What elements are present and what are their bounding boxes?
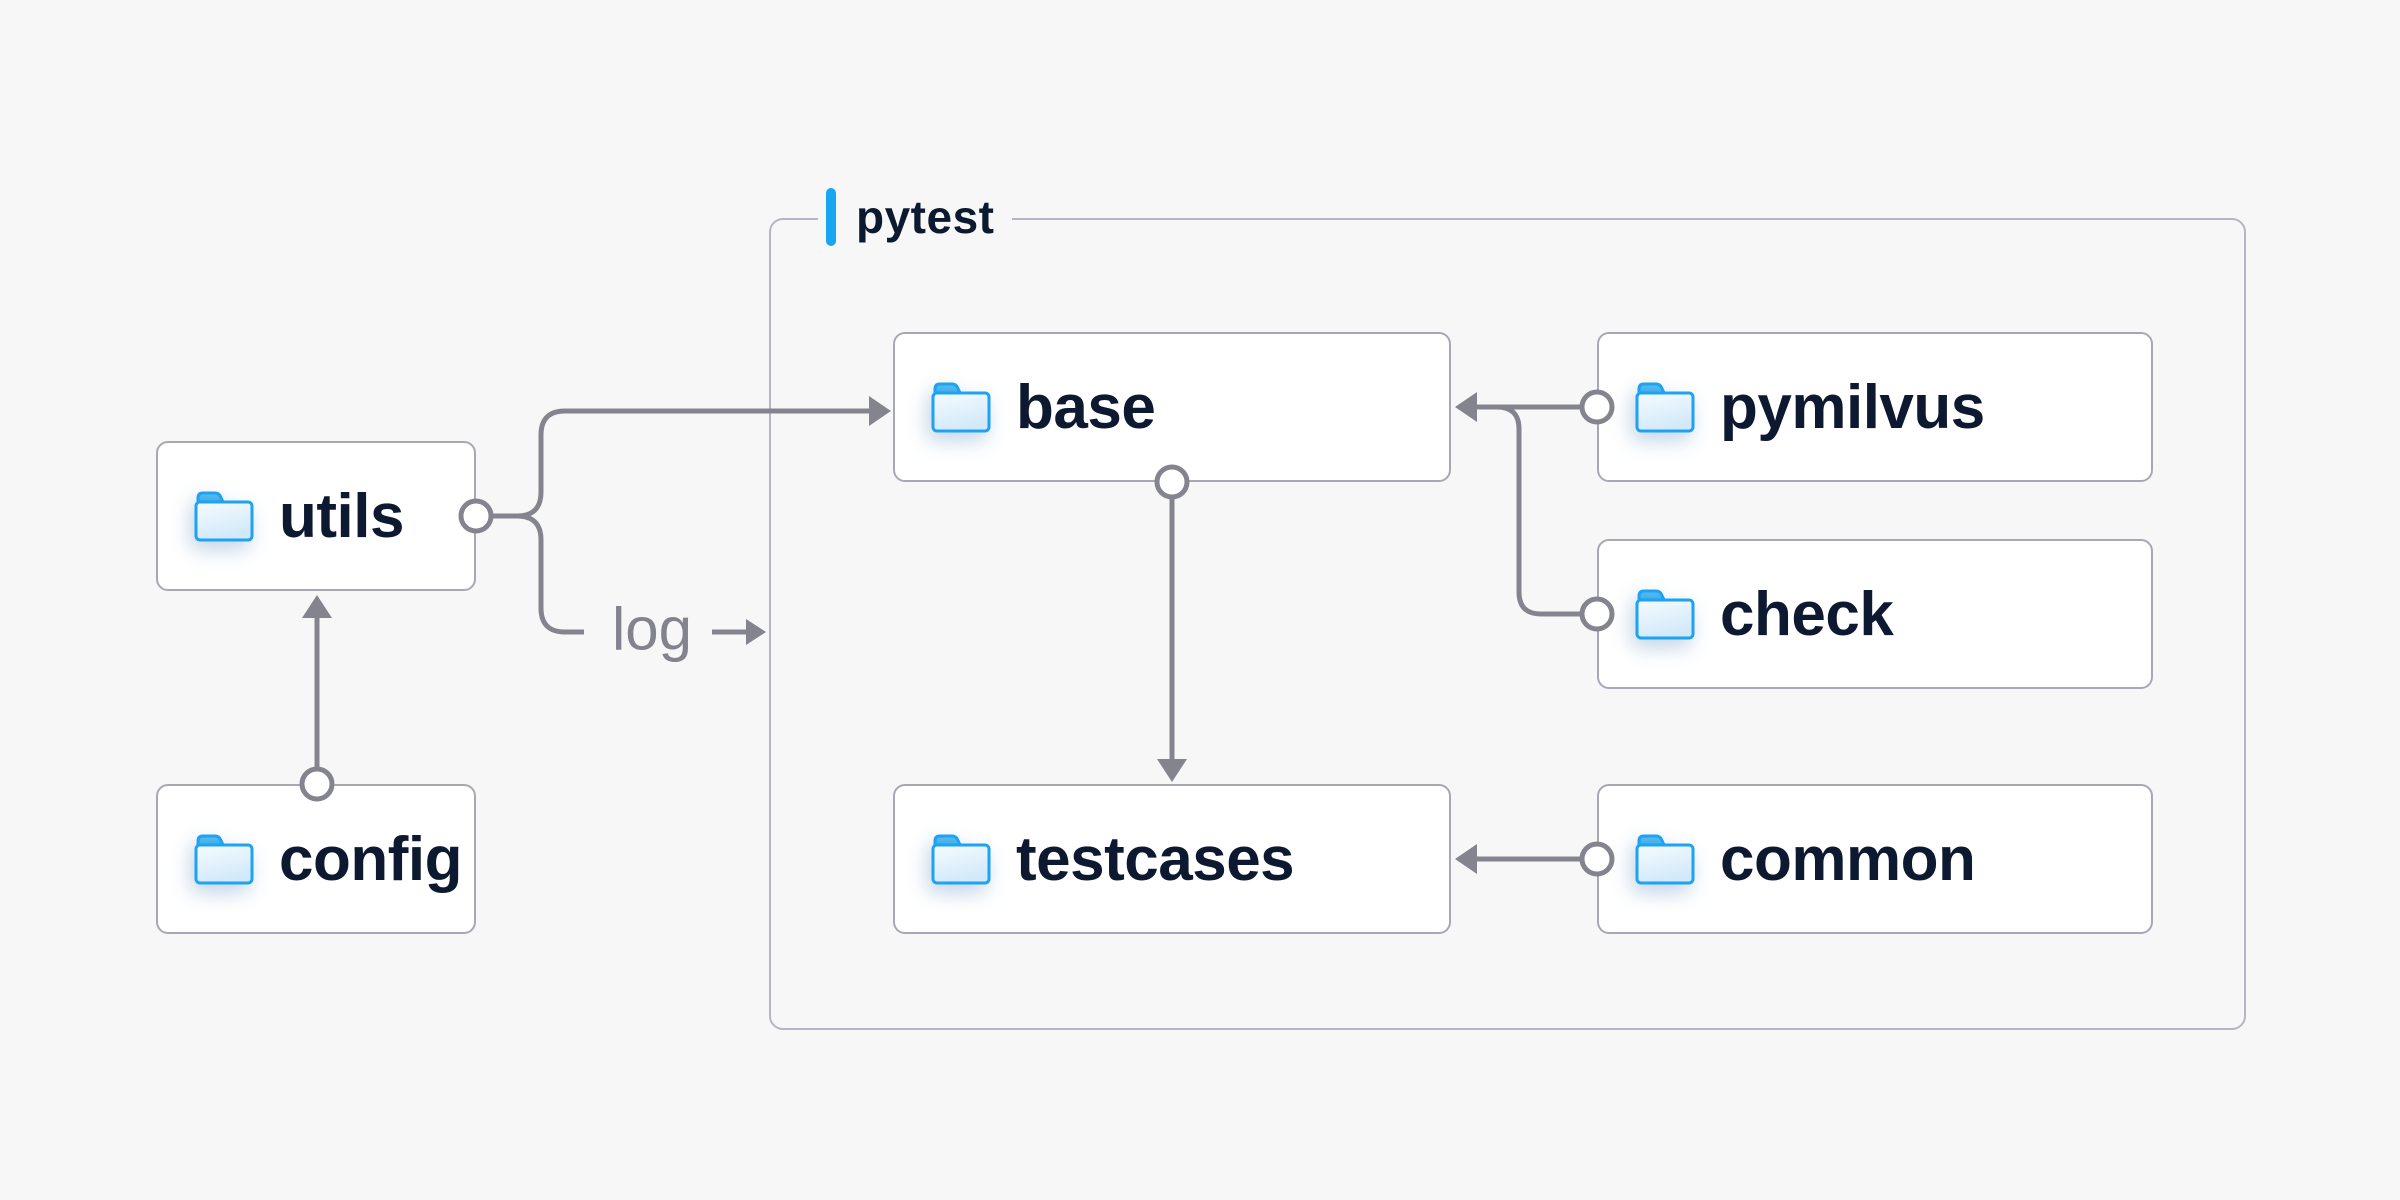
node-label: check bbox=[1720, 579, 1894, 649]
node-testcases: testcases bbox=[893, 784, 1451, 934]
node-utils: utils bbox=[156, 441, 476, 591]
node-check: check bbox=[1597, 539, 2153, 689]
node-label: config bbox=[279, 824, 462, 894]
node-pymilvus: pymilvus bbox=[1597, 332, 2153, 482]
node-common: common bbox=[1597, 784, 2153, 934]
folder-icon bbox=[194, 834, 254, 885]
node-base: base bbox=[893, 332, 1451, 482]
edge-config-utils bbox=[302, 595, 332, 769]
pytest-group-box bbox=[769, 218, 2246, 1030]
node-label: pymilvus bbox=[1720, 372, 1985, 442]
node-label: utils bbox=[279, 481, 404, 551]
pytest-group-title: pytest bbox=[856, 191, 995, 243]
pytest-group-label: pytest bbox=[818, 186, 1013, 248]
node-label: testcases bbox=[1016, 824, 1295, 894]
folder-icon bbox=[1635, 382, 1695, 433]
folder-icon bbox=[931, 834, 991, 885]
folder-icon bbox=[194, 491, 254, 542]
node-label: base bbox=[1016, 372, 1156, 442]
node-config: config bbox=[156, 784, 476, 934]
node-label: common bbox=[1720, 824, 1976, 894]
pytest-accent-bar-icon bbox=[826, 188, 836, 246]
folder-icon bbox=[1635, 834, 1695, 885]
edge-label-log: log bbox=[611, 595, 693, 663]
folder-icon bbox=[931, 382, 991, 433]
folder-icon bbox=[1635, 589, 1695, 640]
